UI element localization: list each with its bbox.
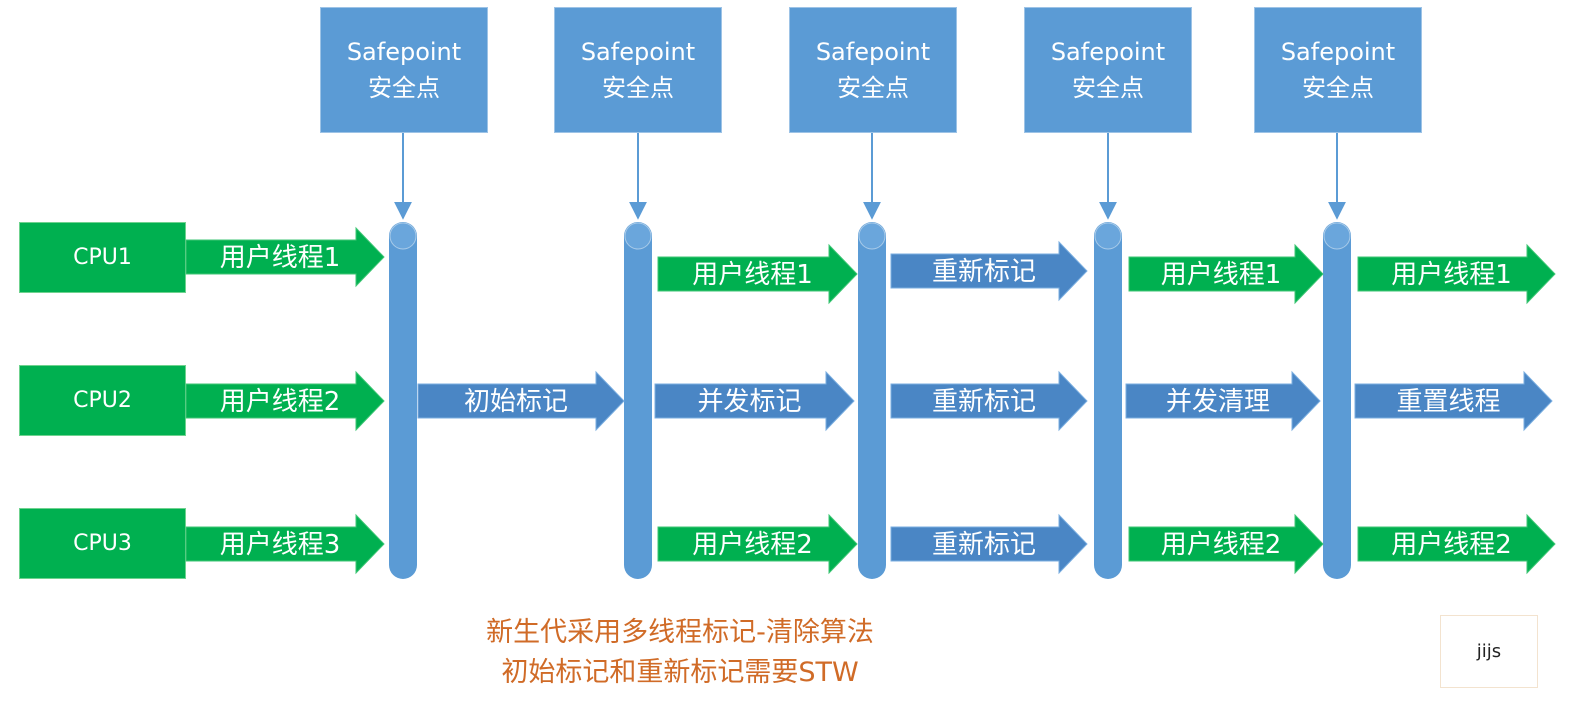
phase-arrow: 并发标记: [654, 370, 855, 432]
thread-arrow: 用户线程1: [1128, 243, 1324, 305]
safepoint-bar: [1323, 222, 1351, 579]
thread-arrow: 用户线程2: [657, 513, 858, 575]
thread-arrow: 用户线程2: [1128, 513, 1324, 575]
arrow-shape: [890, 370, 1088, 432]
cpu-label: CPU2: [73, 388, 132, 413]
arrow-shape: [1357, 243, 1556, 305]
arrow-shape: [1354, 370, 1553, 432]
arrow-label: 用户线程2: [220, 387, 341, 417]
thread-arrow: 用户线程1: [185, 226, 385, 288]
arrow-label: 用户线程2: [692, 530, 813, 560]
arrow-shape: [1128, 243, 1324, 305]
arrow-shape: [657, 513, 858, 575]
safepoint-subtitle: 安全点: [368, 74, 440, 102]
arrow-shape: [185, 370, 385, 432]
safepoint-title: Safepoint: [815, 38, 931, 66]
arrow-label: 用户线程2: [1391, 530, 1512, 560]
arrow-label: 用户线程1: [1391, 260, 1512, 290]
cpu-box: CPU1: [19, 222, 186, 293]
arrow-shape: [654, 370, 855, 432]
safepoint-box: Safepoint 安全点: [789, 7, 957, 133]
safepoint-bar: [858, 222, 886, 579]
safepoint-title: Safepoint: [1280, 38, 1396, 66]
arrow-label: 初始标记: [464, 387, 568, 417]
arrow-label: 用户线程1: [1161, 260, 1282, 290]
thread-arrow: 用户线程3: [185, 513, 385, 575]
diagram-caption: 新生代采用多线程标记-清除算法 初始标记和重新标记需要STW: [380, 613, 980, 693]
phase-arrow: 初始标记: [417, 370, 625, 432]
arrow-shape: [890, 240, 1088, 302]
caption-line: 初始标记和重新标记需要STW: [501, 657, 859, 688]
arrow-label: 用户线程1: [220, 243, 341, 273]
thread-arrow: 用户线程2: [1357, 513, 1556, 575]
safepoint-subtitle: 安全点: [837, 74, 909, 102]
arrow-label: 重新标记: [932, 387, 1036, 417]
arrow-label: 重新标记: [932, 257, 1036, 287]
safepoint-box: Safepoint 安全点: [320, 7, 488, 133]
arrow-label: 并发清理: [1166, 387, 1270, 417]
arrow-label: 用户线程3: [220, 530, 341, 560]
phase-arrow: 重新标记: [890, 513, 1088, 575]
phase-arrow: 重置线程: [1354, 370, 1553, 432]
safepoint-box: Safepoint 安全点: [1254, 7, 1422, 133]
arrow-shape: [1357, 513, 1556, 575]
safepoint-subtitle: 安全点: [1302, 74, 1374, 102]
phase-arrow: 重新标记: [890, 370, 1088, 432]
watermark-text: jijs: [1476, 641, 1502, 662]
safepoint-box: Safepoint 安全点: [554, 7, 722, 133]
arrow-shape: [1125, 370, 1321, 432]
arrow-shape: [1128, 513, 1324, 575]
caption-line: 新生代采用多线程标记-清除算法: [486, 617, 874, 648]
cpu-box: CPU3: [19, 508, 186, 579]
thread-arrow: 用户线程2: [185, 370, 385, 432]
arrow-label: 重置线程: [1396, 387, 1500, 417]
thread-arrow: 用户线程1: [657, 243, 858, 305]
safepoint-subtitle: 安全点: [1072, 74, 1144, 102]
safepoint-bar: [389, 222, 417, 579]
safepoint-bar: [1094, 222, 1122, 579]
watermark-box: jijs: [1440, 615, 1538, 688]
safepoint-box: Safepoint 安全点: [1024, 7, 1192, 133]
cpu-box: CPU2: [19, 365, 186, 436]
phase-arrow: 重新标记: [890, 240, 1088, 302]
cpu-label: CPU1: [73, 245, 132, 270]
cpu-label: CPU3: [73, 531, 132, 556]
safepoint-title: Safepoint: [346, 38, 462, 66]
arrow-shape: [890, 513, 1088, 575]
safepoint-title: Safepoint: [580, 38, 696, 66]
arrow-shape: [185, 513, 385, 575]
safepoint-title: Safepoint: [1050, 38, 1166, 66]
thread-arrow: 用户线程1: [1357, 243, 1556, 305]
arrow-label: 用户线程1: [692, 260, 813, 290]
arrow-label: 用户线程2: [1161, 530, 1282, 560]
arrow-label: 并发标记: [697, 387, 801, 417]
safepoint-bar: [624, 222, 652, 579]
arrow-label: 重新标记: [932, 530, 1036, 560]
arrow-shape: [417, 370, 625, 432]
phase-arrow: 并发清理: [1125, 370, 1321, 432]
arrow-shape: [185, 226, 385, 288]
arrow-shape: [657, 243, 858, 305]
safepoint-subtitle: 安全点: [602, 74, 674, 102]
